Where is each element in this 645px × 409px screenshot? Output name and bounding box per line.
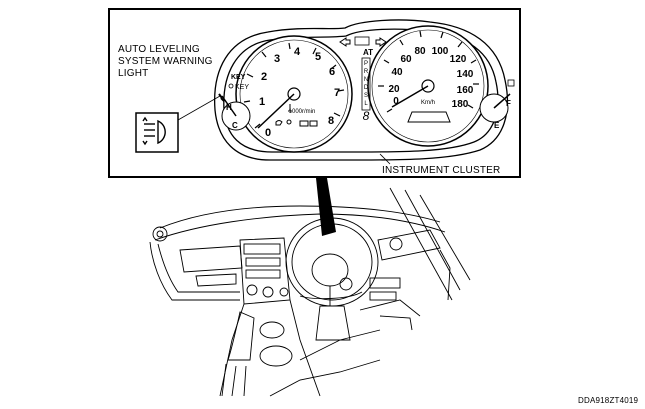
speed-unit: Km/h [421, 100, 435, 106]
oil-icon [275, 120, 283, 126]
battery-icon [309, 120, 318, 127]
speed-label-140: 140 [457, 69, 474, 80]
speed-label-120: 120 [450, 54, 467, 65]
tach-label-3: 3 [274, 53, 280, 65]
fuel-gauge [479, 79, 515, 123]
shift-indicator: P R N D S L [361, 57, 371, 111]
speed-label-40: 40 [391, 67, 403, 78]
shift-l: L [364, 101, 368, 107]
speed-label-80: 80 [414, 46, 426, 57]
key-icon-label: KEY [235, 84, 249, 91]
pointer-arrow [316, 178, 336, 236]
instrument-cluster-label: INSTRUMENT CLUSTER [382, 165, 501, 176]
shift-s: S [364, 93, 368, 99]
engine-icon [299, 120, 309, 127]
odometer-display [407, 111, 451, 123]
speed-label-60: 60 [400, 54, 412, 65]
turn-arrow-right-icon [375, 37, 387, 47]
figure-code: DDA918ZT4019 [578, 396, 639, 405]
auto-leveling-warning-label: AUTO LEVELING SYSTEM WARNING LIGHT [118, 44, 213, 80]
temperature-icon [288, 104, 292, 112]
tach-label-0: 0 [265, 127, 271, 139]
tach-unit: 1000r/min [289, 109, 316, 115]
warning-label-line1: AUTO LEVELING [118, 44, 200, 55]
speed-label-160: 160 [457, 85, 474, 96]
tach-label-8: 8 [328, 115, 334, 127]
warning-label-line3: LIGHT [118, 68, 149, 79]
gear-display: 8 [363, 109, 370, 123]
cluster-leader-line [379, 153, 391, 165]
shift-r: R [364, 69, 369, 75]
speedometer-gauge [367, 25, 489, 147]
speed-label-0: 0 [393, 96, 399, 107]
tach-label-4: 4 [294, 46, 301, 58]
tach-warning-icons [275, 104, 318, 127]
tach-ticks [243, 42, 345, 129]
fuel-full-label: F [506, 99, 511, 108]
speed-label-180: 180 [452, 99, 469, 110]
temperature-gauge [218, 93, 251, 131]
speed-label-100: 100 [432, 46, 449, 57]
temp-hot-label: H [226, 103, 232, 112]
tachometer-gauge [235, 35, 353, 153]
warning-label-line2: SYSTEM WARNING [118, 56, 213, 67]
speed-label-20: 20 [388, 84, 400, 95]
key-indicator-label: KEY [231, 74, 246, 81]
seatbelt-icon [286, 119, 292, 125]
warning-leader-line [177, 95, 221, 121]
shift-p: P [364, 61, 368, 67]
lamp-indicator [354, 36, 370, 46]
fuel-empty-label: E [494, 121, 500, 130]
key-icon [228, 83, 234, 89]
warning-icon-box [135, 112, 179, 153]
turn-arrow-left-icon [339, 37, 351, 47]
headlight-leveling-icon [142, 116, 166, 146]
dashboard-drawing [149, 187, 471, 397]
fuel-pump-icon [507, 79, 515, 87]
shift-d: D [364, 85, 369, 91]
tach-label-5: 5 [315, 51, 321, 63]
speedo-ticks [378, 30, 479, 113]
temp-cold-label: C [232, 121, 238, 130]
tach-label-2: 2 [261, 71, 267, 83]
tach-label-6: 6 [329, 66, 335, 78]
tach-label-1: 1 [259, 96, 265, 108]
tach-label-7: 7 [334, 87, 340, 99]
instrument-cluster-callout [108, 8, 521, 178]
at-indicator: AT [363, 48, 373, 57]
shift-n: N [364, 77, 368, 83]
